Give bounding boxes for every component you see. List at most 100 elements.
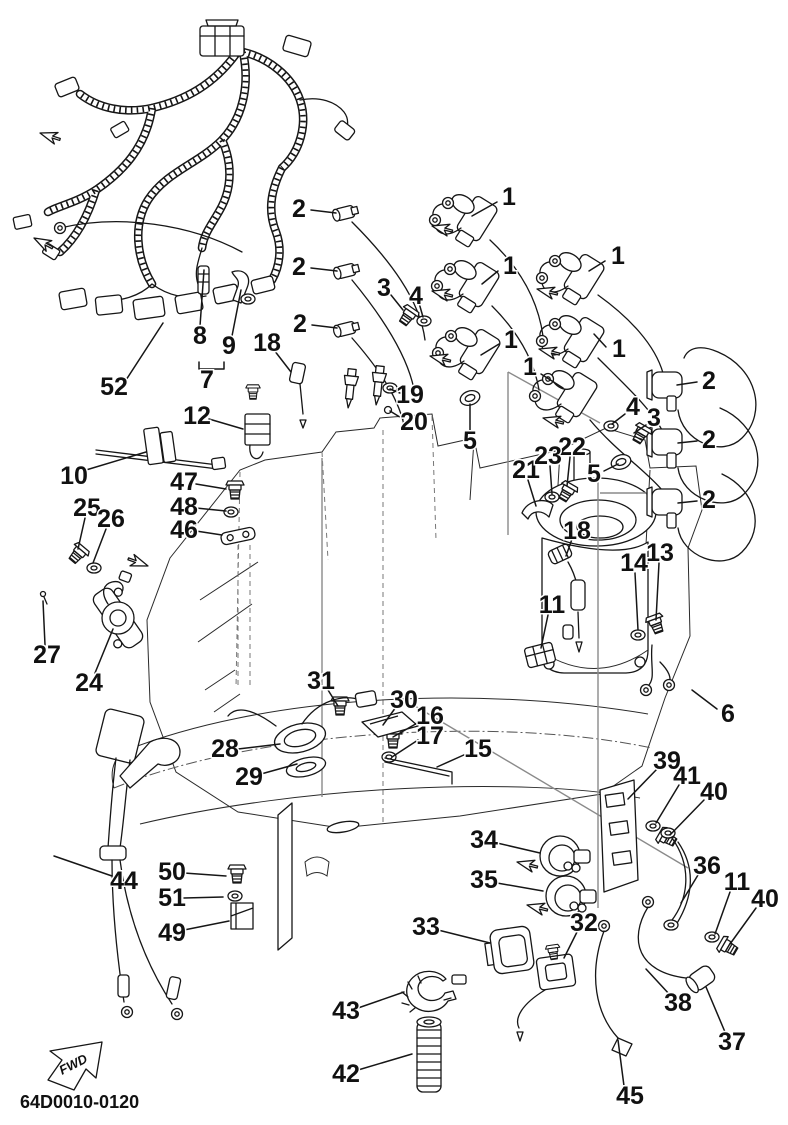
leader-line-part-26 (92, 528, 107, 564)
leader-line-part-13 (655, 562, 660, 621)
fasteners (39, 302, 741, 960)
part-label-26: 26 (97, 505, 125, 533)
battery-leads (95, 708, 184, 1021)
leader-line-part-9 (231, 289, 242, 337)
leader-line-part-51 (183, 896, 224, 899)
leader-line-part-2 (677, 500, 698, 504)
leader-line-part-1 (540, 373, 564, 389)
leader-line-part-1 (588, 260, 606, 272)
leader-line-part-40 (729, 907, 757, 945)
part-label-25: 25 (73, 494, 101, 522)
leader-line-part-46 (195, 530, 223, 536)
leader-line-part-1 (480, 343, 500, 356)
leader-line-part-4 (611, 413, 626, 425)
part-label-1: 1 (502, 183, 516, 211)
harness-connector (12, 19, 356, 321)
leader-line-part-36 (680, 874, 699, 904)
leader-line-part-11 (540, 614, 549, 649)
leader-line-part-31 (327, 689, 339, 707)
leader-line-part-42 (357, 1053, 413, 1071)
leader-line-part-22 (566, 456, 571, 487)
part-label-10: 10 (60, 462, 88, 490)
leader-line-part-29 (260, 763, 298, 775)
part-label-45: 45 (616, 1082, 644, 1110)
part-label-9: 9 (222, 332, 236, 360)
leader-line-part-7 (198, 361, 225, 370)
leader-line-part-20 (389, 410, 404, 420)
part-label-35: 35 (470, 866, 498, 894)
relay-cluster (484, 779, 716, 1057)
leader-line-part-11 (714, 891, 731, 935)
part-label-34: 34 (470, 826, 498, 854)
part-label-40: 40 (751, 885, 779, 913)
leader-line-part-52 (125, 322, 164, 381)
leader-line-part-1 (593, 333, 607, 348)
fwd-arrow: FWD (47, 1041, 103, 1091)
part-label-36: 36 (693, 852, 721, 880)
part-label-2: 2 (702, 367, 716, 395)
part-label-41: 41 (673, 762, 701, 790)
leader-line-part-41 (655, 784, 680, 824)
leader-line-part-48 (195, 507, 227, 512)
leader-line-part-4 (418, 302, 424, 318)
part-label-30: 30 (390, 686, 418, 714)
leader-line-part-40 (669, 799, 705, 836)
leader-line-part-18 (273, 349, 292, 373)
part-label-27: 27 (33, 641, 61, 669)
leader-line-part-27 (42, 600, 46, 646)
part-label-50: 50 (158, 858, 186, 886)
part-label-5: 5 (587, 460, 601, 488)
leader-line-part-1 (481, 270, 499, 285)
part-label-16: 16 (416, 702, 444, 730)
part-label-3: 3 (377, 274, 391, 302)
leader-line-part-23 (549, 465, 553, 495)
part-label-18: 18 (563, 517, 591, 545)
part-label-24: 24 (75, 669, 103, 697)
part-label-48: 48 (170, 493, 198, 521)
part-label-39: 39 (653, 747, 681, 775)
leader-line-part-35 (496, 882, 544, 892)
part-label-23: 23 (534, 442, 562, 470)
leader-line-part-8 (199, 269, 205, 327)
part-label-3: 3 (647, 404, 661, 432)
part-label-1: 1 (504, 326, 518, 354)
part-label-42: 42 (332, 1060, 360, 1088)
part-label-51: 51 (158, 884, 186, 912)
part-label-4: 4 (409, 282, 423, 310)
part-label-12: 12 (183, 402, 211, 430)
part-label-15: 15 (464, 735, 492, 763)
part-label-46: 46 (170, 516, 198, 544)
part-label-2: 2 (702, 426, 716, 454)
leader-line-part-45 (617, 1039, 625, 1087)
part-label-52: 52 (100, 373, 128, 401)
part-label-29: 29 (235, 763, 263, 791)
part-label-1: 1 (503, 252, 517, 280)
leader-line-part-16 (392, 721, 420, 738)
part-label-19: 19 (396, 381, 424, 409)
part-label-2: 2 (292, 253, 306, 281)
leader-line-part-39 (627, 768, 658, 800)
leader-line-part-38 (645, 968, 671, 996)
part-label-31: 31 (307, 667, 335, 695)
part-label-47: 47 (170, 468, 198, 496)
leader-line-part-44 (53, 855, 113, 877)
part-label-1: 1 (523, 353, 537, 381)
leader-line-part-14 (634, 572, 639, 631)
part-label-22: 22 (558, 433, 586, 461)
part-label-18: 18 (253, 329, 281, 357)
wiring-harness (12, 19, 356, 321)
part-label-37: 37 (718, 1028, 746, 1056)
leader-line-part-6 (691, 689, 718, 710)
leader-line-part-33 (437, 929, 491, 944)
leader-line-part-34 (496, 842, 541, 854)
leader-line-part-2 (310, 209, 337, 214)
leader-line-part-2 (310, 267, 338, 272)
starter-relay (539, 835, 591, 877)
leader-line-part-3 (633, 424, 647, 434)
leader-line-part-12 (208, 418, 244, 430)
part-label-4: 4 (626, 393, 640, 421)
ignition-coil (430, 191, 499, 248)
leader-line-part-43 (357, 991, 405, 1009)
leader-line-part-17 (391, 739, 419, 758)
part-label-13: 13 (646, 539, 674, 567)
